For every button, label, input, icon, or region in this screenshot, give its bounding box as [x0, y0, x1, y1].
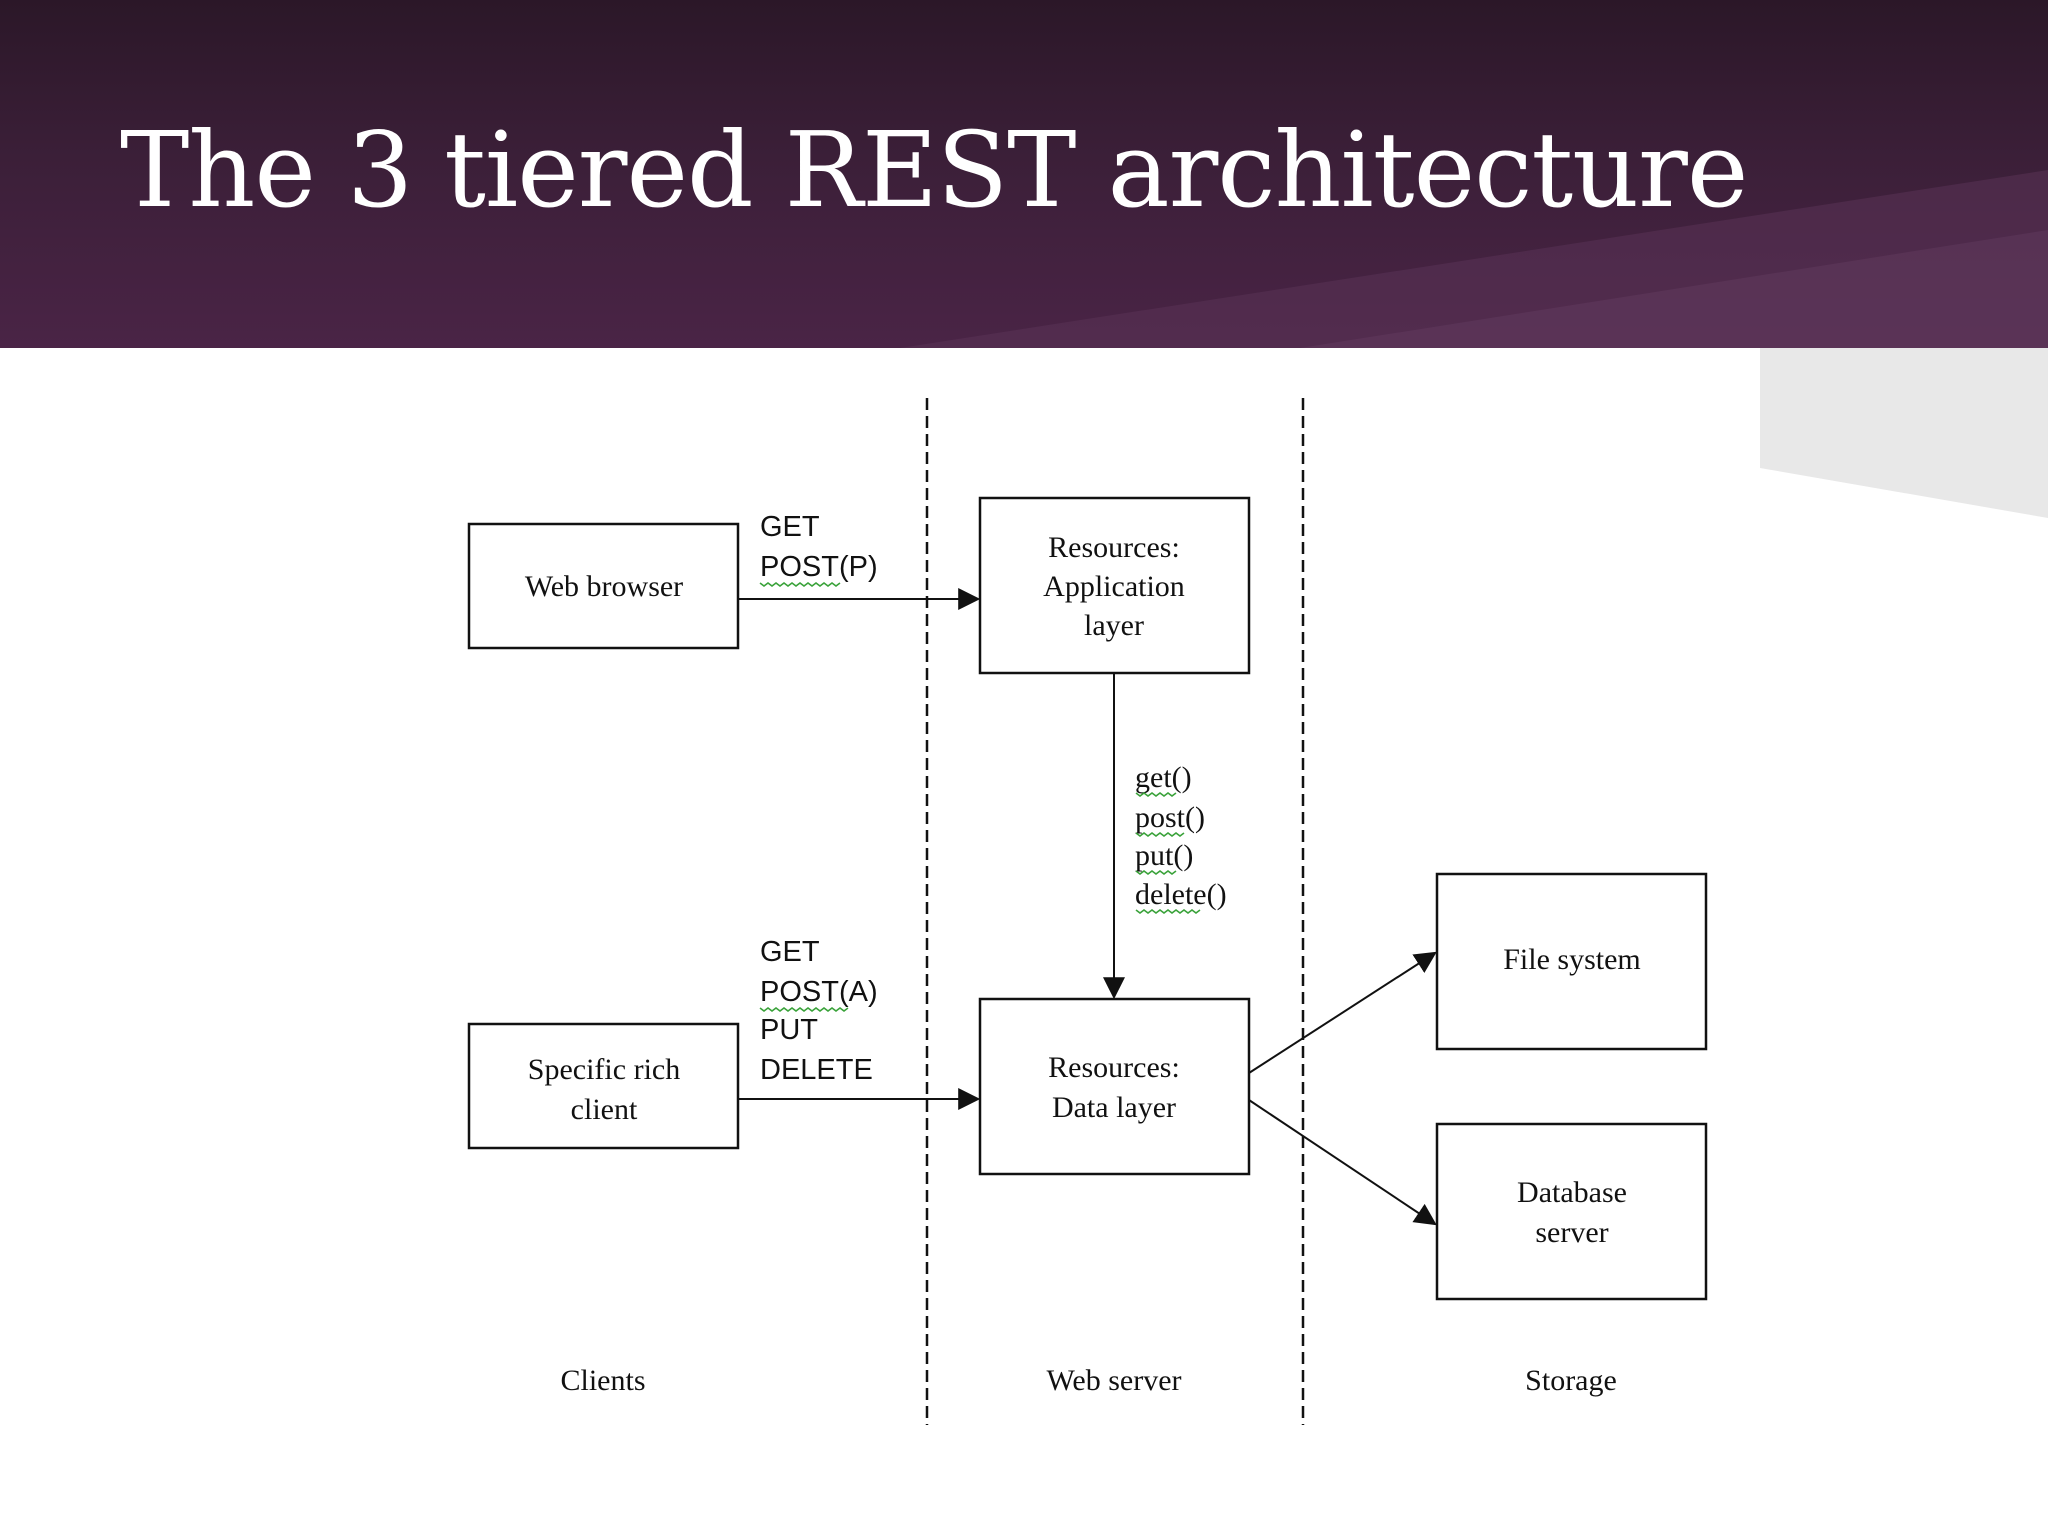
database-server-label-line2: server [1535, 1216, 1608, 1249]
edge-label-put-call: put() [1135, 839, 1193, 872]
edge-label-get: GET [760, 511, 820, 543]
tier-label-storage: Storage [1525, 1364, 1617, 1397]
file-system-label: File system [1503, 943, 1641, 976]
edge-label-browser-to-app: GET POST(P) [759, 511, 878, 587]
spellcheck-underline [1135, 909, 1201, 914]
web-browser-node: Web browser [467, 522, 740, 650]
rich-client-label-line1: Specific rich [528, 1053, 680, 1086]
database-server-node: Database server [1435, 1122, 1708, 1301]
edge-label-post-p: POST(P) [760, 551, 878, 583]
spellcheck-underline [1135, 792, 1177, 797]
spellcheck-underline [759, 582, 841, 587]
data-layer-node: Resources: Data layer [978, 997, 1251, 1176]
corner-decoration [1760, 348, 2048, 518]
spellcheck-underline [759, 1007, 849, 1012]
file-system-node: File system [1435, 872, 1708, 1051]
edge-label-delete-call: delete() [1135, 878, 1227, 911]
tier-label-web-server: Web server [1046, 1364, 1181, 1397]
rich-client-node: Specific rich client [467, 1022, 740, 1150]
data-layer-label-line2: Data layer [1052, 1091, 1176, 1124]
web-browser-label: Web browser [525, 570, 683, 603]
data-layer-label-line1: Resources: [1048, 1051, 1180, 1084]
arrow-data-to-database [1248, 1099, 1437, 1226]
rich-client-label-line2: client [571, 1093, 638, 1126]
application-layer-label-line3: layer [1084, 609, 1144, 642]
edge-label-put: PUT [760, 1014, 818, 1046]
banner-decoration [900, 170, 2048, 348]
tier-label-clients: Clients [560, 1364, 645, 1397]
arrow-data-to-filesystem [1248, 951, 1437, 1074]
edge-label-get-call: get() [1135, 761, 1192, 794]
edge-label-get: GET [760, 936, 820, 968]
application-layer-label-line2: Application [1043, 570, 1185, 603]
application-layer-label-line1: Resources: [1048, 531, 1180, 564]
application-layer-node: Resources: Application layer [978, 496, 1251, 675]
title-banner: The 3 tiered REST architecture [0, 0, 2048, 348]
edge-label-client-to-data: GET POST(A) PUT DELETE [759, 936, 878, 1086]
spellcheck-underline [1135, 870, 1177, 875]
edge-label-post-call: post() [1135, 801, 1205, 834]
edge-label-post-a: POST(A) [760, 976, 878, 1008]
database-server-label-line1: Database [1517, 1176, 1627, 1209]
edge-label-app-to-data: get() post() put() delete() [1135, 761, 1227, 914]
edge-label-delete: DELETE [760, 1054, 873, 1086]
slide-title: The 3 tiered REST architecture [120, 109, 1748, 231]
spellcheck-underline [1135, 832, 1185, 837]
